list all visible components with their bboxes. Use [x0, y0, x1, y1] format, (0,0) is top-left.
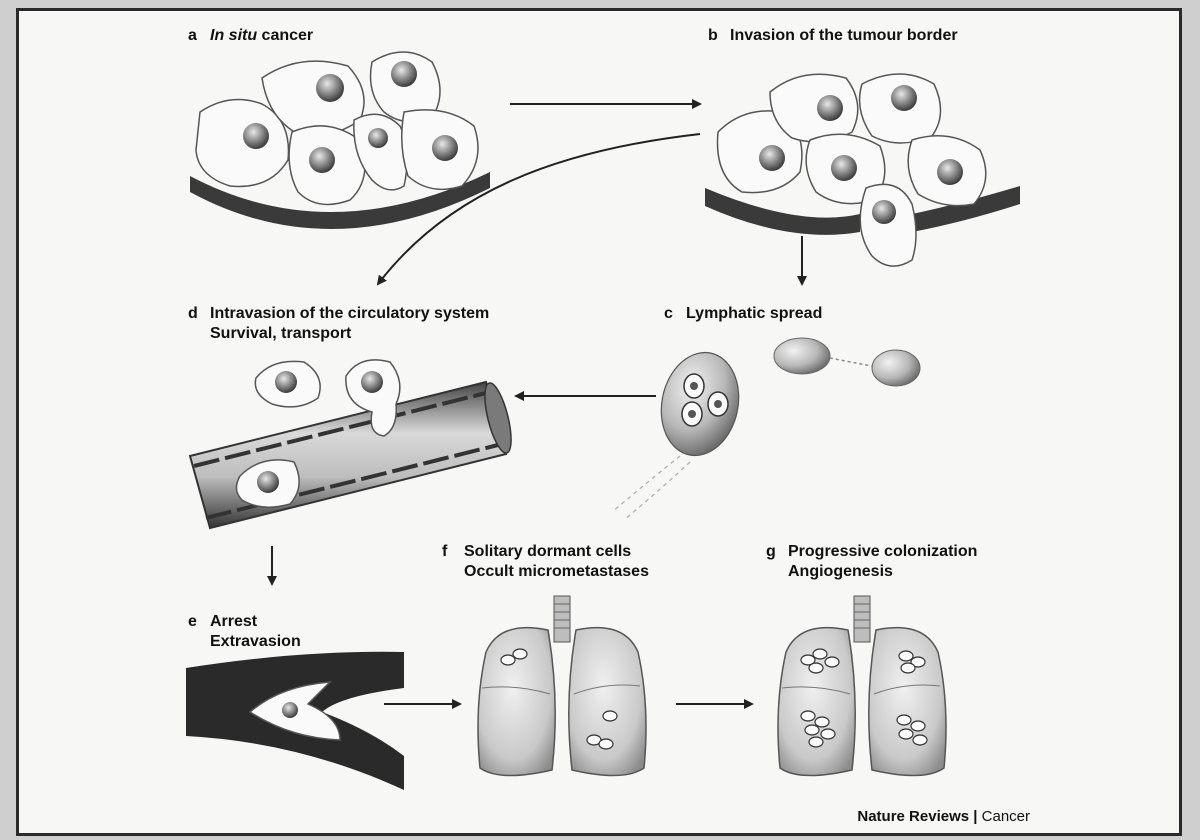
- credit-section: Cancer: [982, 808, 1030, 825]
- panel-d-illustration: [190, 360, 516, 528]
- panel-c-letter: c: [664, 304, 686, 324]
- panel-d-subtitle: Survival, transport: [188, 324, 489, 344]
- panel-f-letter: f: [442, 542, 464, 562]
- panel-a-illustration: [190, 52, 490, 229]
- panel-e-subtitle: Extravasion: [188, 632, 301, 652]
- panel-e-illustration: [186, 652, 404, 790]
- panel-g-title: Progressive colonization: [788, 543, 977, 560]
- panel-d-title: Intravasion of the circulatory system: [210, 305, 489, 322]
- figure-credit: Nature Reviews | Cancer: [857, 808, 1030, 825]
- panel-g-letter: g: [766, 542, 788, 562]
- panel-b-letter: b: [708, 26, 730, 46]
- credit-separator: |: [969, 808, 982, 825]
- panel-b-title: Invasion of the tumour border: [730, 27, 958, 44]
- panel-c-illustration: [612, 338, 920, 520]
- panel-e-title: Arrest: [210, 613, 257, 630]
- panel-b-illustration: [705, 74, 1020, 266]
- panel-a-title-rest: cancer: [257, 27, 313, 44]
- panel-a-letter: a: [188, 26, 210, 46]
- panel-f-title: Solitary dormant cells: [464, 543, 631, 560]
- panel-g-subtitle: Angiogenesis: [766, 562, 977, 582]
- credit-journal: Nature Reviews: [857, 808, 969, 825]
- panel-e-letter: e: [188, 612, 210, 632]
- panel-f-lungs: [478, 596, 646, 776]
- panel-d-letter: d: [188, 304, 210, 324]
- panel-f-subtitle: Occult micrometastases: [442, 562, 649, 582]
- panel-g-lungs: [778, 596, 946, 776]
- panel-c-title: Lymphatic spread: [686, 305, 822, 322]
- panel-a-title-italic: In situ: [210, 27, 257, 44]
